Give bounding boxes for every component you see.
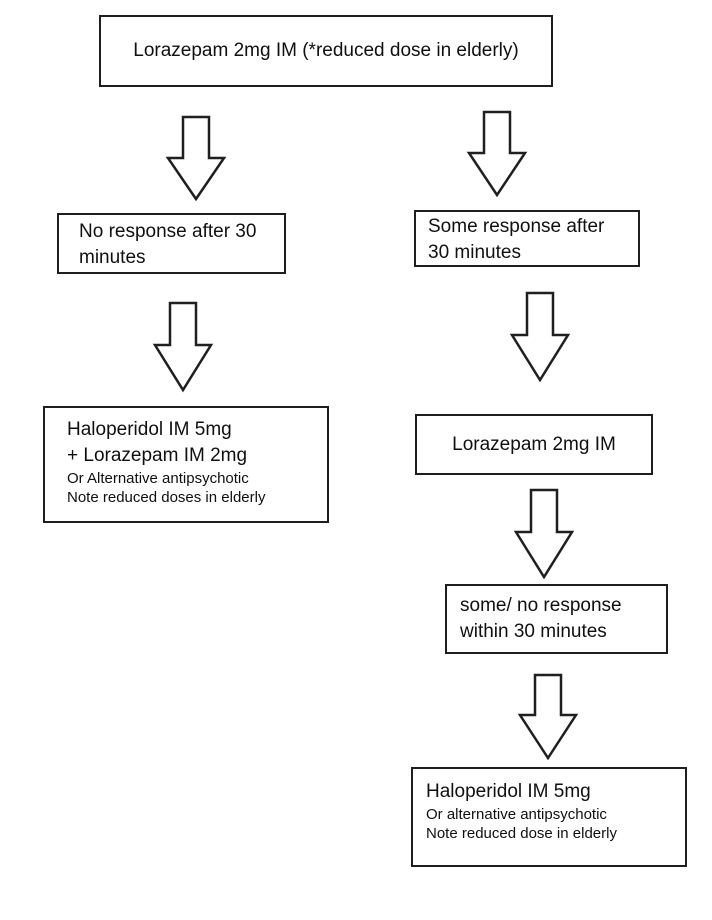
node-some-no-response: some/ no response within 30 minutes xyxy=(445,584,668,654)
node-text-line: Or alternative antipsychotic xyxy=(426,806,607,823)
node-right-action: Haloperidol IM 5mg Or alternative antips… xyxy=(411,767,687,867)
node-text-line: Haloperidol IM 5mg xyxy=(426,781,591,802)
node-text-line: some/ no response xyxy=(460,595,622,616)
down-arrow-icon xyxy=(165,115,227,202)
down-arrow-icon xyxy=(152,301,214,393)
node-text-line: No response after 30 xyxy=(79,221,257,242)
node-text-line: + Lorazepam IM 2mg xyxy=(67,445,248,466)
node-text-line: Or Alternative antipsychotic xyxy=(67,470,249,487)
node-text: Lorazepam 2mg IM (*reduced dose in elder… xyxy=(133,40,519,61)
node-text-line: 30 minutes xyxy=(428,242,521,263)
node-text-line: within 30 minutes xyxy=(460,621,607,642)
node-text-line: Some response after xyxy=(428,216,605,237)
node-text-line: Haloperidol IM 5mg xyxy=(67,419,232,440)
down-arrow-icon xyxy=(517,673,579,761)
down-arrow-icon xyxy=(466,110,528,198)
node-left-action: Haloperidol IM 5mg + Lorazepam IM 2mg Or… xyxy=(43,406,329,523)
node-text-line: Note reduced doses in elderly xyxy=(67,489,266,506)
node-repeat-dose: Lorazepam 2mg IM xyxy=(415,414,653,475)
node-initial-dose: Lorazepam 2mg IM (*reduced dose in elder… xyxy=(99,15,553,87)
node-text: Lorazepam 2mg IM xyxy=(452,433,616,455)
node-text-line: minutes xyxy=(79,247,146,268)
down-arrow-icon xyxy=(513,488,575,580)
down-arrow-icon xyxy=(509,291,571,383)
node-no-response: No response after 30 minutes xyxy=(57,213,286,274)
node-text-line: Note reduced dose in elderly xyxy=(426,825,617,842)
node-some-response: Some response after 30 minutes xyxy=(414,210,640,267)
